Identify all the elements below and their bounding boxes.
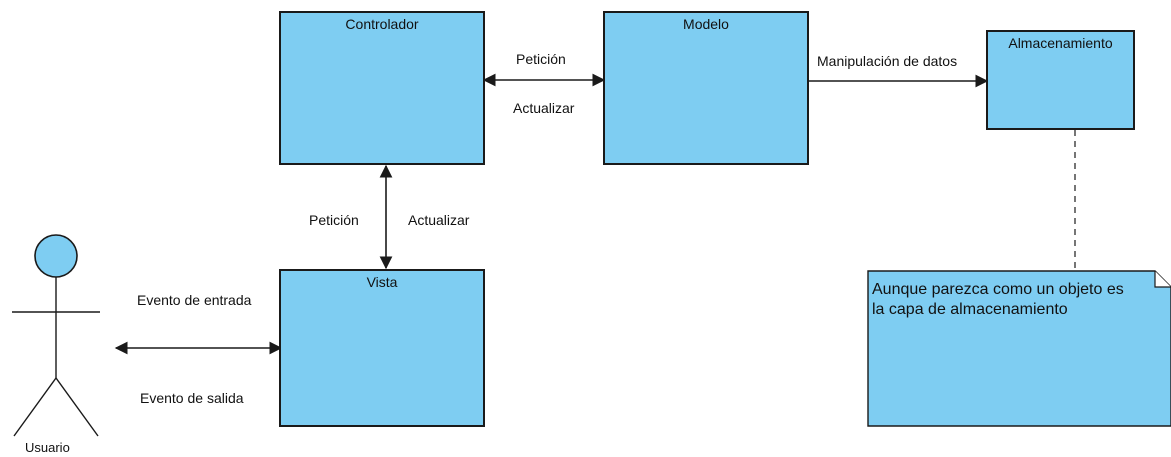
ctrl-vista-label-actualizar: Actualizar [408, 212, 470, 228]
almacenamiento-title: Almacenamiento [1008, 35, 1113, 51]
note-shape [867, 270, 1171, 427]
note-fold [1154, 271, 1171, 288]
ctrl-vista-label-peticion: Petición [309, 212, 359, 228]
modelo-almac-label: Manipulación de datos [817, 53, 958, 69]
actor-left-leg [13, 377, 57, 437]
usuario-vista-label-salida: Evento de salida [140, 390, 244, 406]
note-line-1: Aunque parezca como un objeto es [872, 281, 1124, 298]
ctrl-modelo-label-actualizar: Actualizar [513, 100, 575, 116]
vista-title: Vista [366, 274, 398, 290]
modelo-box[interactable]: Modelo [603, 11, 809, 165]
almacenamiento-box[interactable]: Almacenamiento [986, 30, 1135, 130]
note-line-2: la capa de almacenamiento [872, 301, 1068, 318]
usuario-label: Usuario [25, 440, 70, 455]
controlador-title: Controlador [345, 16, 419, 32]
modelo-title: Modelo [683, 16, 729, 32]
actor-right-leg [55, 377, 99, 437]
controlador-box[interactable]: Controlador [279, 11, 485, 165]
usuario-actor-figure [12, 234, 100, 437]
actor-head [34, 234, 78, 278]
ctrl-modelo-label-peticion: Petición [516, 51, 566, 67]
note-text: Aunque parezca como un objeto es la capa… [872, 280, 1171, 320]
usuario-vista-label-entrada: Evento de entrada [137, 292, 252, 308]
vista-box[interactable]: Vista [279, 269, 485, 427]
